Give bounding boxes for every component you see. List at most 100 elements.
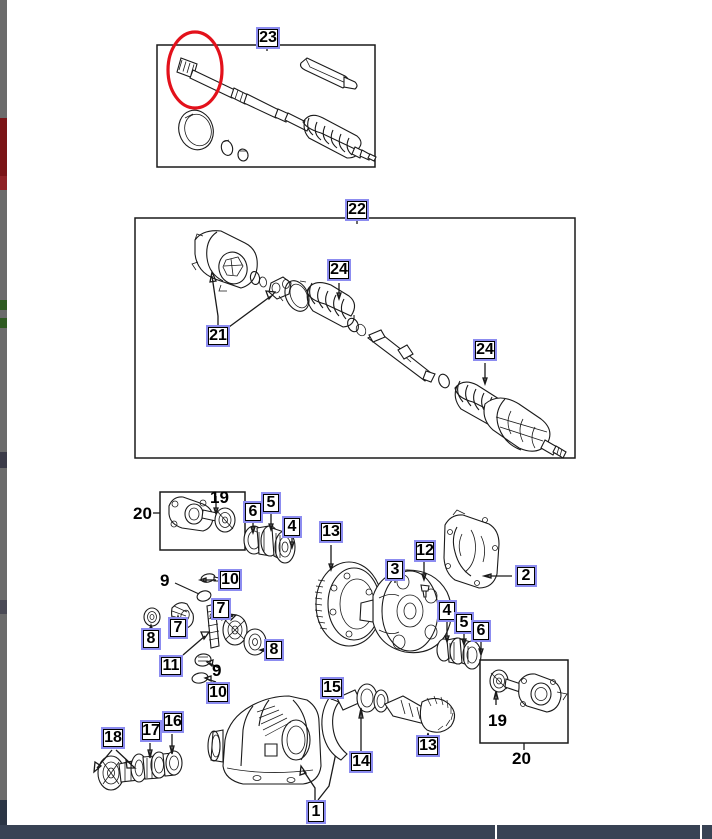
callout-number: 8 bbox=[266, 641, 282, 659]
callout-box-10[interactable]: 10 bbox=[218, 569, 242, 591]
callout-number: 10 bbox=[208, 684, 228, 702]
callout-box-21[interactable]: 21 bbox=[206, 325, 230, 347]
callout-number: 24 bbox=[329, 261, 349, 279]
callout-box-13[interactable]: 13 bbox=[416, 735, 440, 757]
callout-box-14[interactable]: 14 bbox=[349, 751, 373, 773]
red-highlight-ellipse bbox=[166, 30, 224, 110]
background-fragment-3 bbox=[0, 318, 7, 328]
part-cluster-161718 bbox=[93, 734, 183, 791]
callout-number: 4 bbox=[439, 602, 455, 620]
callout-box-7[interactable]: 7 bbox=[168, 617, 188, 639]
background-fragment-0 bbox=[0, 118, 7, 176]
callout-number: 1 bbox=[308, 802, 324, 822]
callout-number: 13 bbox=[418, 737, 438, 755]
background-page-sliver bbox=[0, 0, 7, 839]
callout-number: 13 bbox=[321, 523, 341, 541]
callout-box-7[interactable]: 7 bbox=[211, 598, 231, 620]
taskbar-divider-0 bbox=[495, 825, 497, 839]
callout-box-4[interactable]: 4 bbox=[282, 516, 302, 538]
callout-box-23[interactable]: 23 bbox=[256, 27, 280, 49]
callout-plain-9: 9 bbox=[160, 571, 170, 590]
callout-box-24[interactable]: 24 bbox=[473, 339, 497, 361]
callout-number: 11 bbox=[161, 657, 181, 675]
callout-number: 2 bbox=[517, 567, 535, 585]
part-7-side-gear-right bbox=[222, 614, 248, 646]
callout-box-3[interactable]: 3 bbox=[385, 559, 405, 581]
callout-box-8[interactable]: 8 bbox=[264, 639, 284, 661]
callout-box-11[interactable]: 11 bbox=[159, 655, 183, 677]
part-8-bearing-right bbox=[243, 628, 267, 656]
part-19-lower bbox=[489, 669, 509, 693]
part-cluster-131415 bbox=[321, 683, 456, 761]
callout-number: 4 bbox=[284, 518, 300, 536]
callout-number: 16 bbox=[164, 713, 182, 731]
part-23-snapring bbox=[237, 148, 249, 162]
callout-box-4[interactable]: 4 bbox=[437, 600, 457, 622]
callout-number: 10 bbox=[220, 571, 240, 589]
callout-box-18[interactable]: 18 bbox=[101, 727, 125, 749]
callout-box-8[interactable]: 8 bbox=[141, 628, 161, 650]
group-22-parts bbox=[191, 230, 567, 459]
taskbar-divider-1 bbox=[700, 825, 702, 839]
callout-plain-20: 20 bbox=[512, 749, 531, 768]
bottom-taskbar[interactable] bbox=[0, 825, 712, 839]
background-fragment-1 bbox=[0, 176, 7, 190]
part-20-upper-retainer bbox=[168, 496, 236, 533]
group-23-parts bbox=[176, 57, 377, 162]
part-1-diff-housing bbox=[207, 695, 322, 785]
callout-box-22[interactable]: 22 bbox=[345, 199, 369, 221]
callout-plain-19: 19 bbox=[210, 488, 229, 507]
callout-box-2[interactable]: 2 bbox=[515, 565, 537, 587]
callout-box-15[interactable]: 15 bbox=[320, 677, 344, 699]
callout-number: 7 bbox=[213, 600, 229, 618]
callout-number: 5 bbox=[263, 494, 279, 512]
background-fragment-6 bbox=[0, 800, 7, 839]
part-21-inner-housing bbox=[191, 230, 258, 292]
part-24-clamp-b bbox=[438, 373, 450, 389]
part-24-inner-boot bbox=[306, 282, 367, 337]
callout-box-12[interactable]: 12 bbox=[414, 540, 436, 562]
parts-diagram bbox=[7, 0, 712, 817]
callout-plain-9: 9 bbox=[212, 661, 222, 680]
background-fragment-2 bbox=[0, 300, 7, 310]
part-2-carrier-cover bbox=[443, 509, 512, 589]
background-fragment-4 bbox=[0, 452, 7, 468]
callout-number: 7 bbox=[170, 619, 186, 637]
callout-box-1[interactable]: 1 bbox=[306, 800, 326, 824]
part-20-lower-retainer bbox=[489, 669, 568, 713]
part-22-outer-joint bbox=[483, 397, 551, 452]
callout-box-6[interactable]: 6 bbox=[243, 501, 263, 523]
part-23-clamp-small bbox=[220, 139, 234, 156]
callout-number: 15 bbox=[322, 679, 342, 697]
callout-plain-20: 20 bbox=[133, 504, 152, 523]
callout-number: 6 bbox=[473, 622, 489, 640]
callout-box-10[interactable]: 10 bbox=[206, 682, 230, 704]
part-cluster-456-lower bbox=[436, 622, 484, 670]
callout-box-24[interactable]: 24 bbox=[327, 259, 351, 281]
part-19-upper bbox=[214, 507, 236, 533]
callout-plain-19: 19 bbox=[488, 711, 507, 730]
callout-box-6[interactable]: 6 bbox=[471, 620, 491, 642]
callout-number: 21 bbox=[208, 327, 228, 345]
group-20-lower-frame bbox=[479, 659, 569, 750]
part-23-boot bbox=[302, 114, 362, 159]
callout-box-5[interactable]: 5 bbox=[261, 492, 281, 514]
callout-number: 17 bbox=[142, 722, 160, 740]
part-22-shaft bbox=[366, 329, 436, 383]
callout-number: 22 bbox=[347, 201, 367, 219]
part-13-ring-gear bbox=[314, 545, 383, 647]
callout-box-16[interactable]: 16 bbox=[162, 711, 184, 733]
callout-box-13[interactable]: 13 bbox=[319, 521, 343, 543]
callout-box-5[interactable]: 5 bbox=[454, 612, 474, 634]
callout-number: 5 bbox=[456, 614, 472, 632]
callout-box-17[interactable]: 17 bbox=[140, 720, 162, 742]
callout-number: 24 bbox=[475, 341, 495, 359]
callout-number: 3 bbox=[387, 561, 403, 579]
part-23-clamp-large bbox=[178, 109, 214, 151]
callout-number: 18 bbox=[103, 729, 123, 747]
part-21-rings bbox=[249, 271, 267, 288]
callout-number: 8 bbox=[143, 630, 159, 648]
background-fragment-5 bbox=[0, 600, 7, 614]
